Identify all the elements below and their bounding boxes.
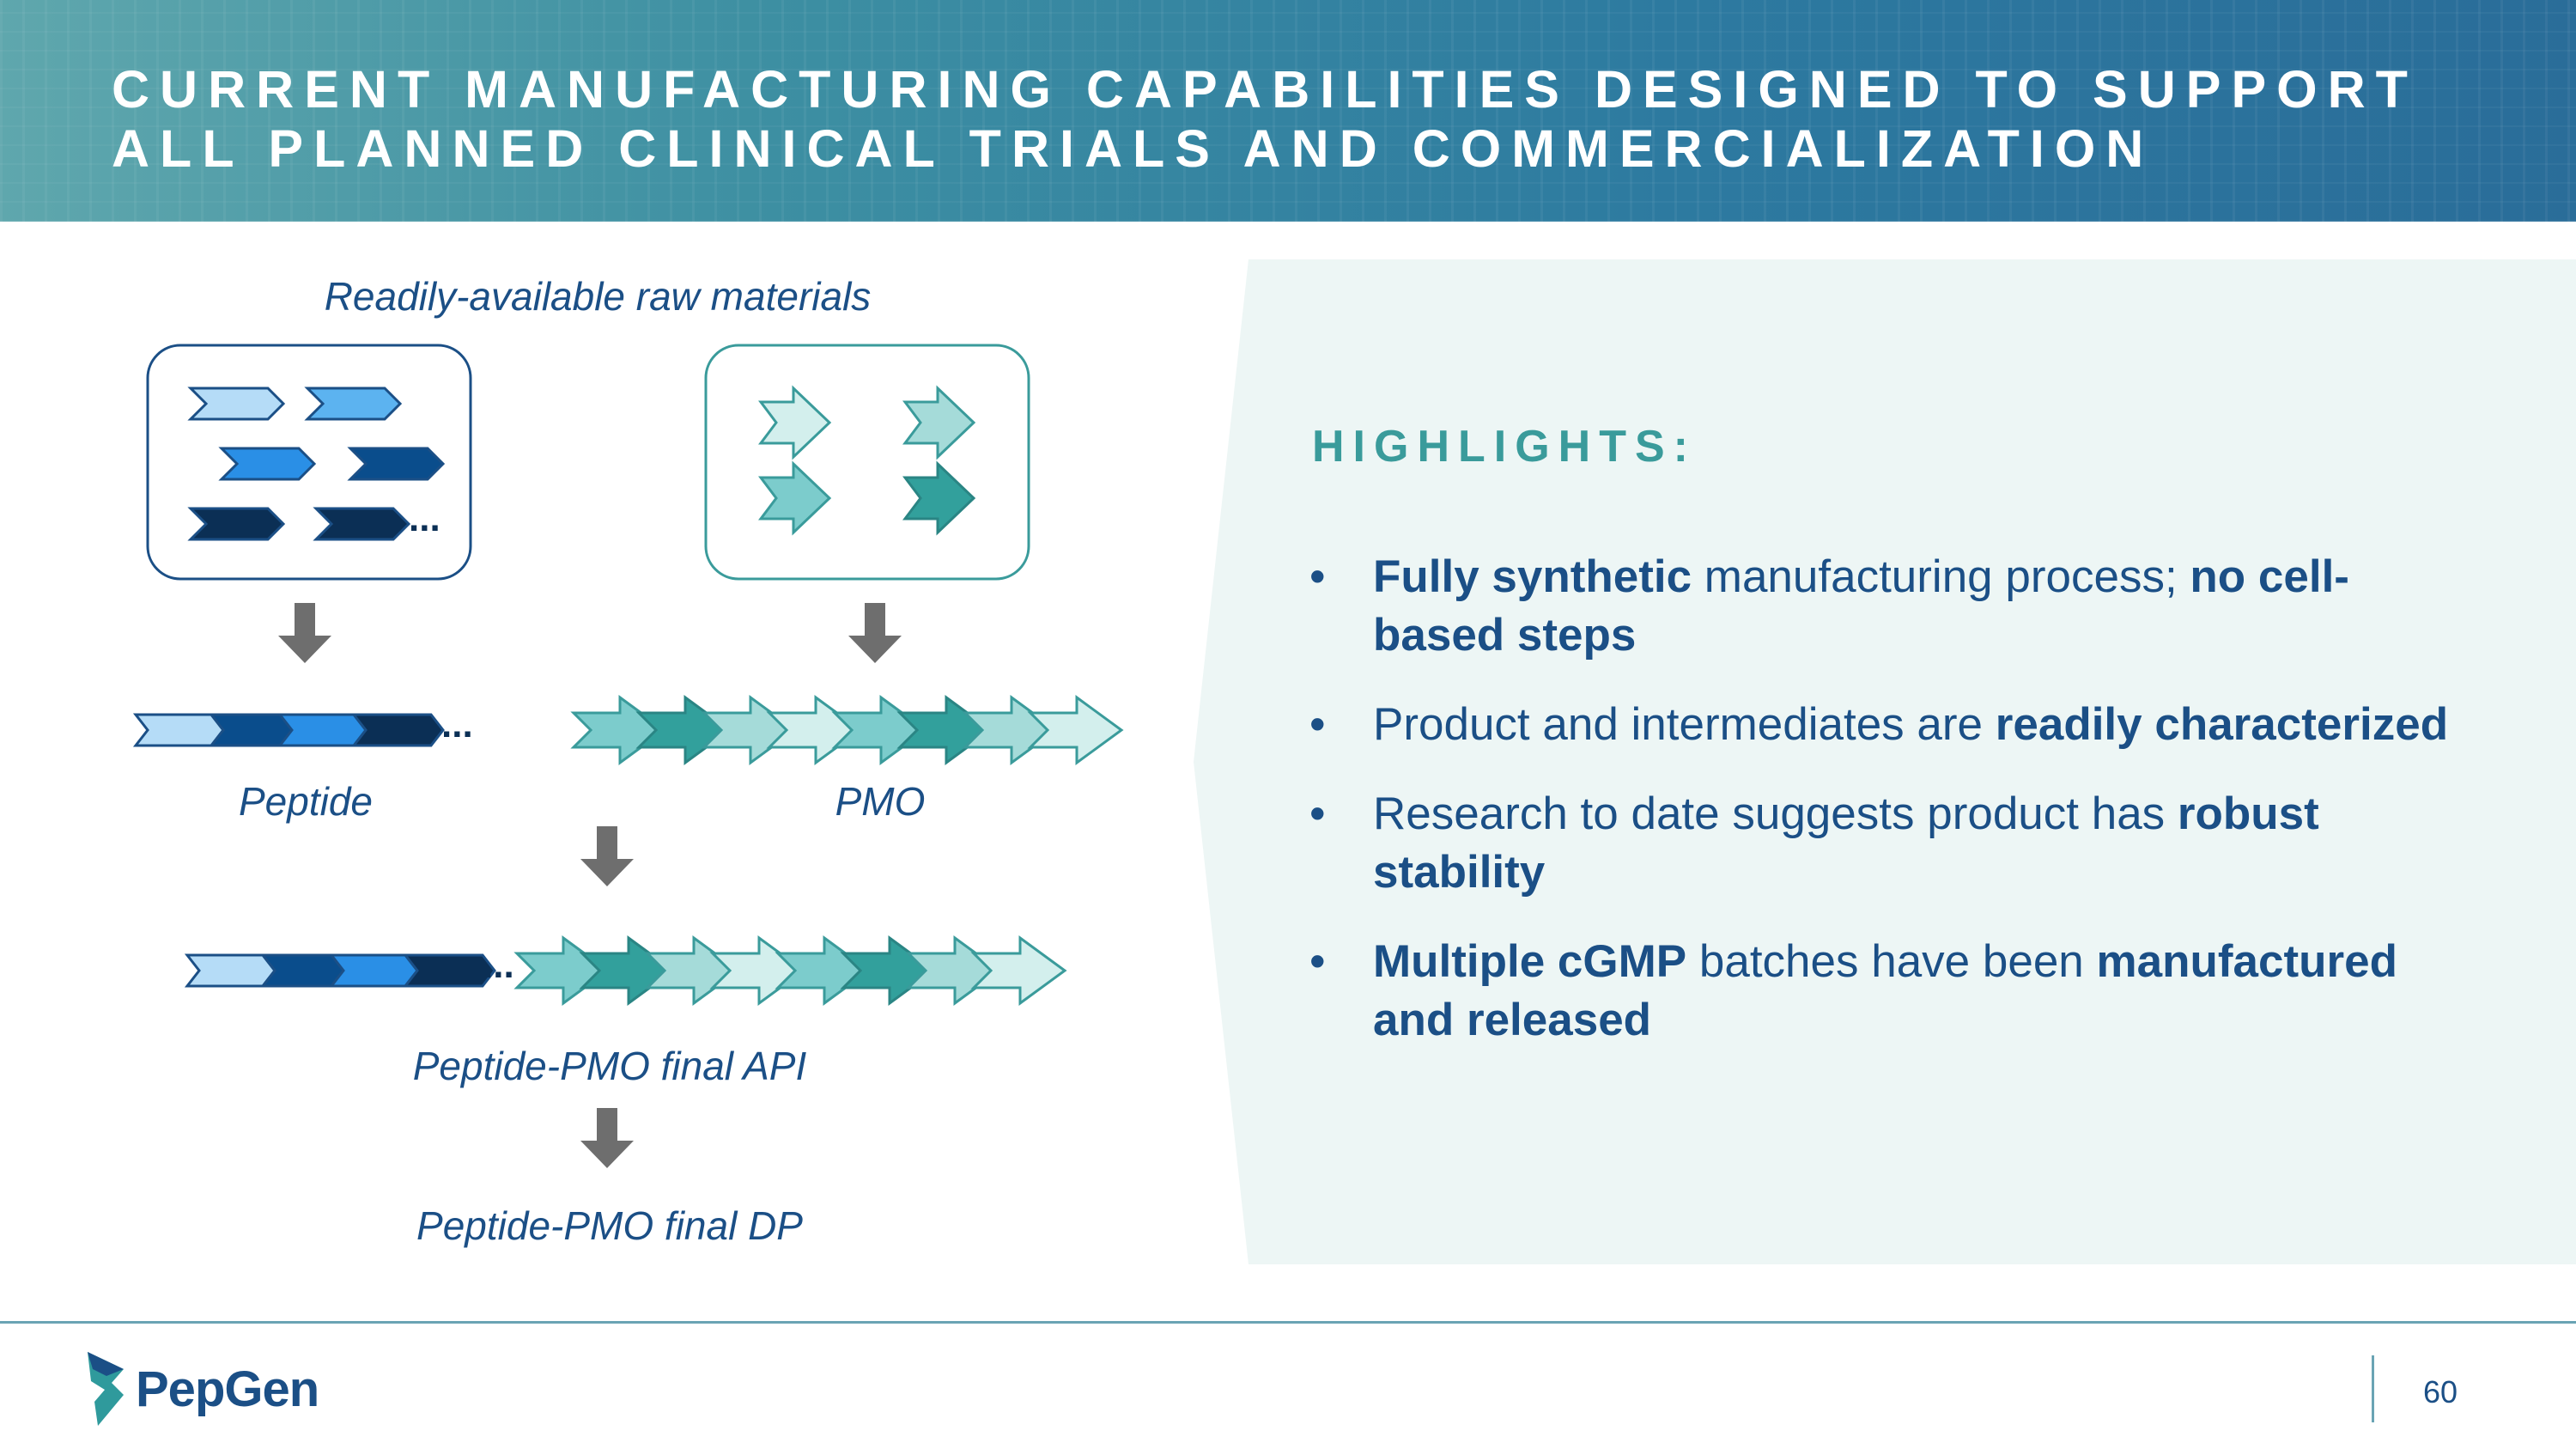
slide-title-line-1: CURRENT MANUFACTURING CAPABILITIES DESIG… [112,60,2418,119]
bullet-icon: • [1309,551,1326,602]
bullet-icon: • [1309,936,1326,987]
pepgen-logo-icon [88,1352,124,1426]
down-arrow-icon [278,603,331,663]
dp-label: Peptide-PMO final DP [416,1203,803,1248]
peptide-label: Peptide [238,779,373,824]
peptide-chevron-icon [187,387,286,421]
peptide-chain-ellipsis: ... [441,704,473,746]
peptide-chevron-icon [304,387,403,421]
pmo-arrow-icon [902,385,976,460]
peptide-chevron-icon [187,507,286,541]
peptide-chevron-icon [313,507,411,541]
page-number: 60 [2423,1374,2458,1409]
bullet-icon: • [1309,788,1326,839]
peptide-chain: ... [132,704,473,747]
highlights-heading: HIGHLIGHTS: [1312,422,1697,472]
slide-title-line-2: ALL PLANNED CLINICAL TRIALS AND COMMERCI… [112,119,2154,178]
raw-materials-label: Readily-available raw materials [324,274,872,319]
highlight-item: • Fully synthetic manufacturing process;… [1309,548,2477,665]
page-number-divider [2372,1355,2374,1422]
down-arrow-icon [580,1108,634,1168]
peptide-pmo-conjugate-chain: ... [184,935,1067,1006]
conjugate-ellipsis: ... [483,944,514,986]
pmo-arrow-icon [758,385,832,460]
highlight-item: • Product and intermediates are readily … [1309,696,2477,754]
header-banner: CURRENT MANUFACTURING CAPABILITIES DESIG… [0,0,2576,222]
peptide-chevron-icon [218,447,317,481]
down-arrow-icon [848,603,902,663]
pmo-arrow-icon [758,460,832,536]
pepgen-logo: PepGen [86,1350,319,1428]
api-label: Peptide-PMO final API [412,1044,807,1088]
pmo-raw-materials-box [704,344,1030,581]
peptide-ellipsis: ... [409,497,440,539]
slide-title: CURRENT MANUFACTURING CAPABILITIES DESIG… [112,60,2516,179]
peptide-chevron-icon [347,447,446,481]
down-arrow-icon [580,826,634,886]
highlights-panel [1194,259,2576,1264]
bullet-icon: • [1309,699,1326,750]
highlight-item: • Multiple cGMP batches have been manufa… [1309,933,2477,1050]
header-background-pattern [0,0,2576,222]
highlights-list: • Fully synthetic manufacturing process;… [1309,548,2477,1081]
pmo-label: PMO [835,779,926,824]
highlight-item: • Research to date suggests product has … [1309,785,2477,902]
logo-text: PepGen [136,1361,319,1417]
pmo-arrow-icon [902,460,976,536]
peptide-raw-materials-box: ... [146,344,472,581]
pmo-chain [570,695,1124,765]
footer-divider [0,1321,2576,1324]
